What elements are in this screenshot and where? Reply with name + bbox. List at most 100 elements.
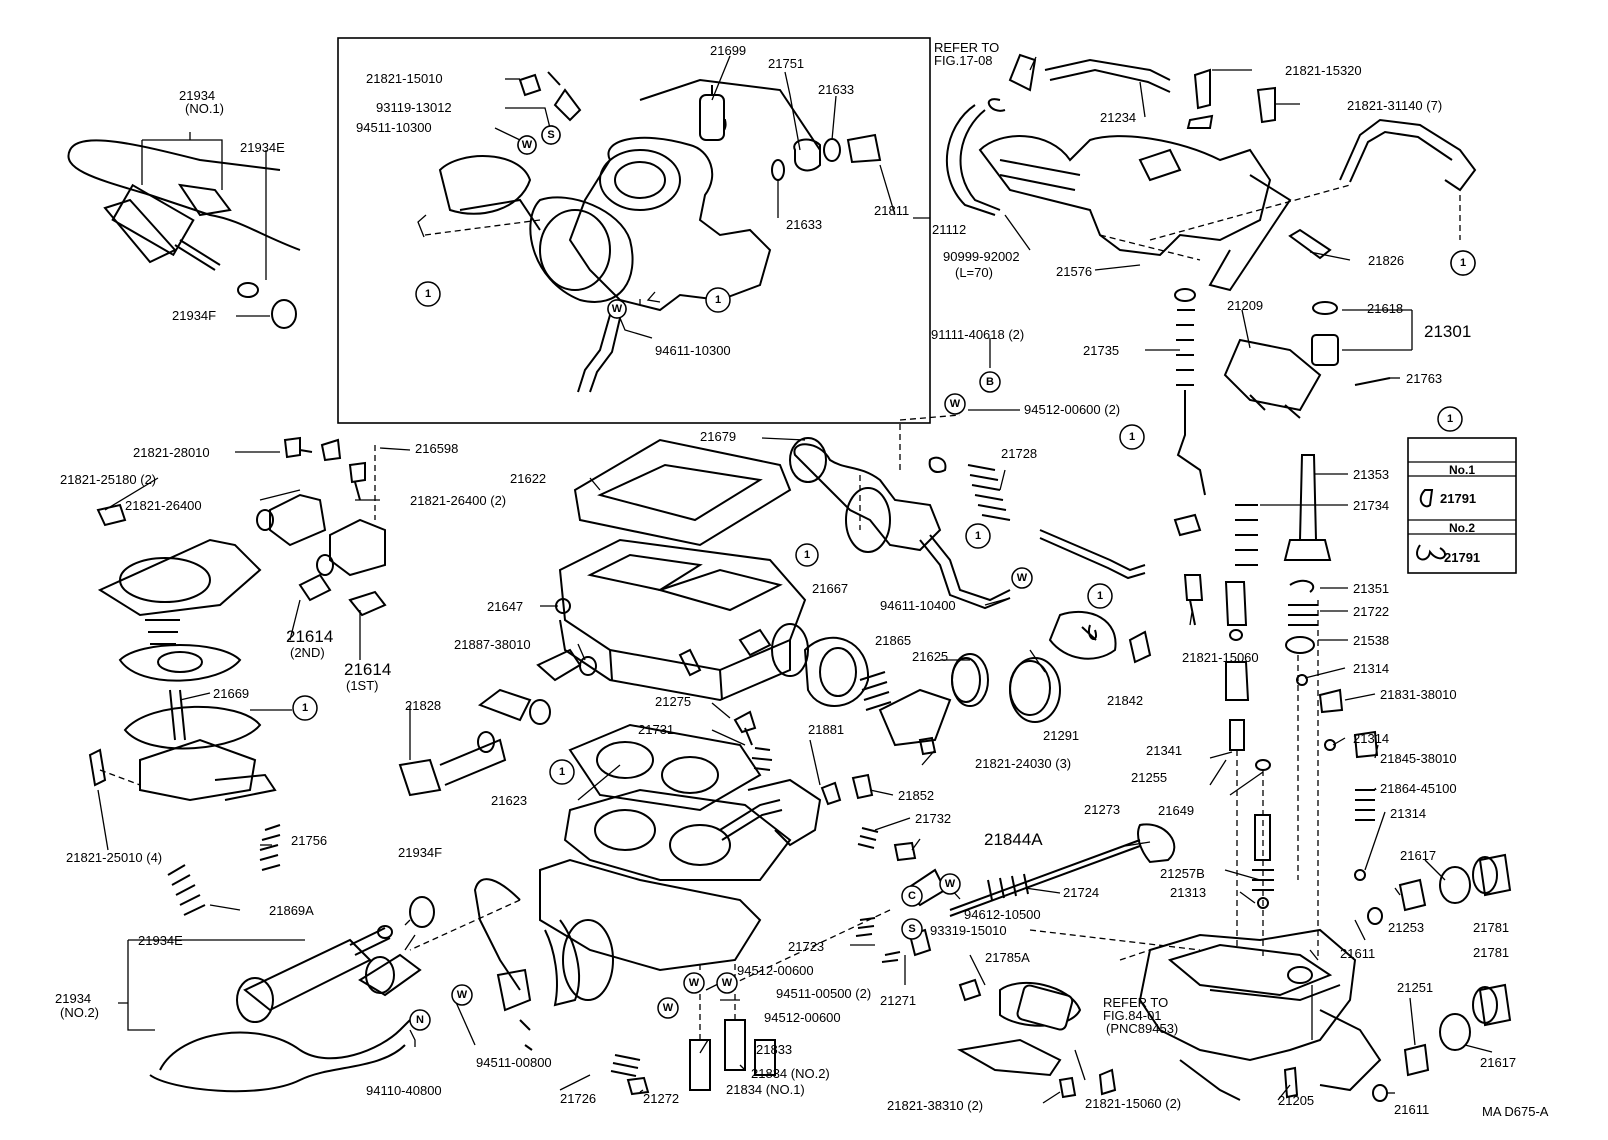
svg-text:C: C <box>908 890 916 902</box>
diagram-code: MA D675-A <box>1482 1104 1549 1119</box>
part-label: 21623 <box>491 793 527 808</box>
part-label: 21852 <box>898 788 934 803</box>
part-label: 21828 <box>405 698 441 713</box>
part-label: 21821-26400 <box>125 498 202 513</box>
refer-fig84-line3: (PNC89453) <box>1106 1021 1178 1036</box>
svg-text:S: S <box>547 129 554 141</box>
part-label: 21209 <box>1227 298 1263 313</box>
part-label: 94511-10300 <box>356 120 432 135</box>
part-label: 21821-28010 <box>133 445 210 460</box>
part-label: 21257B <box>1160 866 1205 881</box>
callout-one-inset-left: 1 <box>415 281 441 307</box>
part-label: 21699 <box>710 43 746 58</box>
part-label: 21842 <box>1107 693 1143 708</box>
part-label: 21614 <box>344 660 391 679</box>
part-label: 21205 <box>1278 1093 1314 1108</box>
callout-one-21669: 1 <box>292 695 318 721</box>
part-label: 94612-10500 <box>964 907 1041 922</box>
svg-text:1: 1 <box>1097 590 1103 602</box>
part-label: 21313 <box>1170 885 1206 900</box>
part-label: 21234 <box>1100 110 1136 125</box>
callout-w-94512-lower: W <box>683 972 705 994</box>
callout-w-94512: W <box>944 393 966 415</box>
part-label: 21834 (NO.1) <box>726 1082 805 1097</box>
part-label: 21865 <box>875 633 911 648</box>
svg-text:W: W <box>663 1002 674 1014</box>
part-label: 21821-25180 (2) <box>60 472 156 487</box>
part-label: 21821-26400 (2) <box>410 493 506 508</box>
refer-fig84-line2: FIG.84-01 <box>1103 1008 1162 1023</box>
part-label: 21763 <box>1406 371 1442 386</box>
part-label: 216598 <box>415 441 458 456</box>
part-label: 21611 <box>1340 946 1375 961</box>
callout-one-21728: 1 <box>965 523 991 549</box>
callout-one-inset-right: 1 <box>705 287 731 313</box>
part-label: 93319-15010 <box>930 923 1007 938</box>
callout-w-94511-00500: W <box>716 972 738 994</box>
callout-w-94511-00800: W <box>451 984 473 1006</box>
part-label: 21647 <box>487 599 523 614</box>
part-label: 21314 <box>1353 731 1389 746</box>
part-label: 21756 <box>291 833 327 848</box>
part-label: (NO.2) <box>60 1005 99 1020</box>
legend-no2-head: No.2 <box>1449 521 1475 535</box>
part-label: 21726 <box>560 1091 596 1106</box>
part-label: 21633 <box>818 82 854 97</box>
svg-text:W: W <box>522 139 533 151</box>
part-label: 21272 <box>643 1091 679 1106</box>
part-label: 21834 (NO.2) <box>751 1066 830 1081</box>
part-label: 21821-15010 <box>366 71 443 86</box>
part-label: 21614 <box>286 627 333 646</box>
svg-text:B: B <box>986 376 994 388</box>
refer-fig84-line1: REFER TO <box>1103 995 1168 1010</box>
part-label: 21732 <box>915 811 951 826</box>
part-label: 21618 <box>1367 301 1403 316</box>
part-label: 21821-24030 (3) <box>975 756 1071 771</box>
part-label: 21622 <box>510 471 546 486</box>
part-label: 21669 <box>213 686 249 701</box>
part-label: 21811 <box>874 203 909 218</box>
part-label: 21781 <box>1473 945 1509 960</box>
part-label: 21864-45100 <box>1380 781 1457 796</box>
part-label: 21934 <box>179 88 215 103</box>
part-label: 21845-38010 <box>1380 751 1457 766</box>
svg-text:1: 1 <box>302 702 308 714</box>
svg-text:1: 1 <box>1129 431 1135 443</box>
part-label: 94512-00600 (2) <box>1024 402 1120 417</box>
svg-text:S: S <box>908 923 915 935</box>
part-label: 21538 <box>1353 633 1389 648</box>
callout-w-inset-2: W <box>607 299 627 319</box>
svg-text:W: W <box>689 977 700 989</box>
part-label: 93119-13012 <box>376 100 452 115</box>
callout-b: B <box>979 371 1001 393</box>
svg-text:1: 1 <box>975 530 981 542</box>
part-label: 21881 <box>808 722 844 737</box>
part-label: 21271 <box>880 993 916 1008</box>
svg-text:1: 1 <box>715 294 721 306</box>
part-label: 21251 <box>1397 980 1433 995</box>
part-label: 94511-00800 <box>476 1055 552 1070</box>
part-label: 21785A <box>985 950 1030 965</box>
legend: No.1 21791 No.2 21791 <box>1440 463 1480 565</box>
svg-text:N: N <box>416 1014 424 1026</box>
part-label: 21724 <box>1063 885 1099 900</box>
part-label: 94110-40800 <box>366 1083 442 1098</box>
part-label: 21821-31140 (7) <box>1347 98 1442 113</box>
part-label: 21617 <box>1480 1055 1516 1070</box>
part-label: 21633 <box>786 217 822 232</box>
svg-text:1: 1 <box>425 288 431 300</box>
part-label: 21751 <box>768 56 804 71</box>
part-label: 21821-15320 <box>1285 63 1362 78</box>
part-label: 90999-92002 <box>943 249 1020 264</box>
callout-one-21821-15060: 1 <box>1087 583 1113 609</box>
part-label: 21734 <box>1353 498 1389 513</box>
callout-w-94512-lower-2: W <box>657 997 679 1019</box>
refer-fig17-line2: FIG.17-08 <box>934 53 993 68</box>
callout-one-legend: 1 <box>1437 406 1463 432</box>
callout-markers: 1 1 W S W 1 B W 1 1 1 1 W 1 1 1 C W S W … <box>292 125 1476 1031</box>
part-label: 21934E <box>138 933 183 948</box>
part-label: 21576 <box>1056 264 1092 279</box>
part-label: 21934 <box>55 991 91 1006</box>
part-label: 94611-10400 <box>880 598 956 613</box>
svg-text:W: W <box>722 977 733 989</box>
